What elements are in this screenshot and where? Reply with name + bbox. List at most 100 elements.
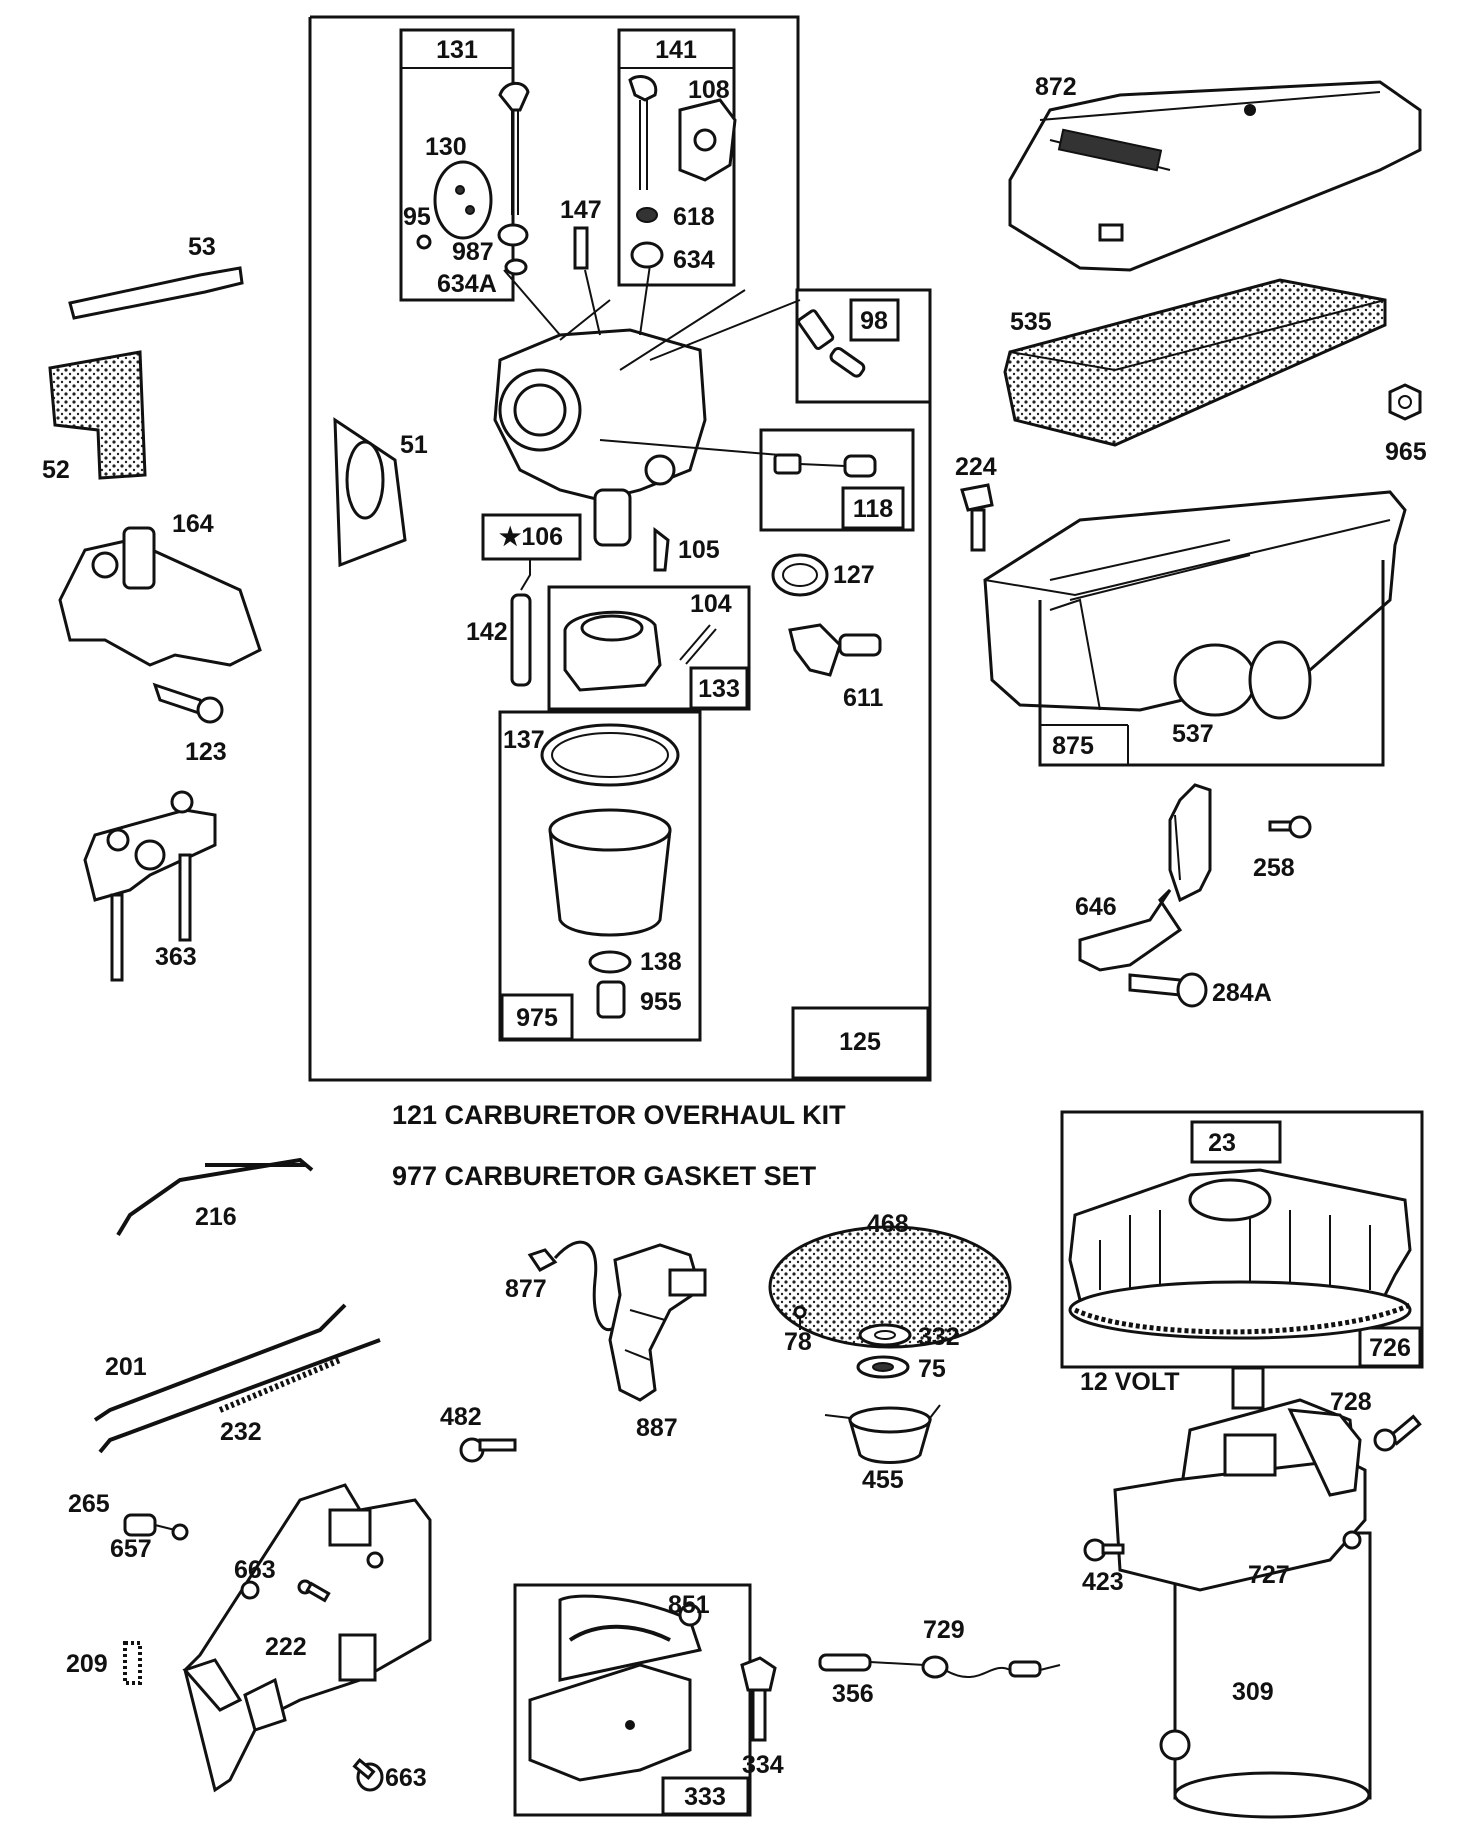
part-label-284A: 284A xyxy=(1212,979,1272,1007)
box-label-133: 133 xyxy=(698,675,740,703)
part-label-209: 209 xyxy=(66,1650,108,1678)
part-label-123: 123 xyxy=(185,738,227,766)
caption-carburetor-gasket-set: 977 CARBURETOR GASKET SET xyxy=(392,1161,817,1191)
part-label-634A: 634A xyxy=(437,270,497,298)
part-label-663a: 663 xyxy=(234,1556,276,1584)
part-334-bolt: 334 xyxy=(740,1656,784,1779)
part-label-423: 423 xyxy=(1082,1568,1124,1596)
part-975-bowl: 137 138 955 xyxy=(503,723,682,1019)
part-332-washer: 332 xyxy=(858,1323,960,1351)
part-label-634: 634 xyxy=(673,246,715,274)
caption-carburetor-overhaul-kit: 121 CARBURETOR OVERHAUL KIT xyxy=(392,1100,846,1130)
part-label-142: 142 xyxy=(466,618,508,646)
part-537-base xyxy=(983,490,1407,720)
part-118-screw xyxy=(773,453,877,478)
part-78-screw: 78 xyxy=(784,1305,812,1356)
part-group-131: 130 95 987 634A xyxy=(403,81,530,298)
part-455-cup: 455 xyxy=(824,1404,941,1494)
part-label-851: 851 xyxy=(668,1591,710,1619)
part-222-control-bracket: 222 xyxy=(182,1483,432,1793)
part-label-51: 51 xyxy=(400,431,428,459)
box-875: 875 537 xyxy=(1038,560,1385,767)
part-53-shaft: 53 xyxy=(68,233,244,320)
part-label-482: 482 xyxy=(440,1403,482,1431)
part-label-147: 147 xyxy=(560,196,602,224)
label-12-volt: 12 VOLT xyxy=(1080,1368,1180,1396)
part-group-141: 108 618 634 xyxy=(628,75,737,274)
part-label-52: 52 xyxy=(42,456,70,484)
box-label-333: 333 xyxy=(684,1783,726,1811)
part-105: 105 xyxy=(653,526,720,572)
carburetor-kit-frame: 131 141 98 118 ★106 133 975 125 xyxy=(308,15,932,1082)
part-label-363: 363 xyxy=(155,943,197,971)
part-258-screw: 258 xyxy=(1253,815,1312,882)
part-232-spring-rod: 232 xyxy=(98,1338,381,1454)
part-label-216: 216 xyxy=(195,1203,237,1231)
part-label-258: 258 xyxy=(1253,854,1295,882)
part-label-137: 137 xyxy=(503,726,545,754)
part-52-gasket: 52 xyxy=(42,350,147,484)
part-363-bracket: 363 xyxy=(83,790,217,982)
part-216-link: 216 xyxy=(116,1157,314,1237)
part-646-bracket: 646 xyxy=(1075,783,1212,972)
part-224-screw: 224 xyxy=(955,453,997,552)
part-label-75: 75 xyxy=(918,1355,946,1383)
part-611: 611 xyxy=(788,623,883,712)
part-label-232: 232 xyxy=(220,1418,262,1446)
part-label-138: 138 xyxy=(640,948,682,976)
part-label-53: 53 xyxy=(188,233,216,261)
part-label-332: 332 xyxy=(918,1323,960,1351)
part-label-657: 657 xyxy=(110,1535,152,1563)
box-label-23: 23 xyxy=(1208,1129,1236,1157)
part-663-screw-a: 663 xyxy=(234,1556,331,1603)
part-label-535: 535 xyxy=(1010,308,1052,336)
part-label-78: 78 xyxy=(784,1328,812,1356)
part-142-tube: 142 xyxy=(466,593,532,687)
part-123-bolt: 123 xyxy=(152,682,227,766)
part-label-164: 164 xyxy=(172,510,214,538)
part-label-104: 104 xyxy=(690,590,732,618)
part-label-224: 224 xyxy=(955,453,997,481)
part-535-filter: 535 xyxy=(1003,278,1387,447)
part-209-spring: 209 xyxy=(66,1641,142,1685)
part-201-rod: 201 xyxy=(93,1303,347,1422)
part-label-201: 201 xyxy=(105,1353,147,1381)
part-label-663b: 663 xyxy=(385,1764,427,1792)
part-label-222: 222 xyxy=(265,1633,307,1661)
part-label-965: 965 xyxy=(1385,438,1427,466)
box-333-module: 333 851 xyxy=(513,1583,752,1817)
part-label-455: 455 xyxy=(862,1466,904,1494)
part-147: 147 xyxy=(560,196,602,270)
box-141 xyxy=(617,28,736,287)
part-164-manifold: 164 xyxy=(58,510,262,667)
part-label-468: 468 xyxy=(867,1210,909,1238)
carburetor-body xyxy=(493,264,801,591)
part-label-105: 105 xyxy=(678,536,720,564)
box-118 xyxy=(759,428,915,532)
part-label-108: 108 xyxy=(688,76,730,104)
part-label-727: 727 xyxy=(1248,1561,1290,1589)
box-23-flywheel: 23 726 xyxy=(1060,1110,1424,1369)
part-label-334: 334 xyxy=(742,1751,784,1779)
box-106 xyxy=(481,513,582,561)
part-965-nut: 965 xyxy=(1385,383,1427,466)
part-877-wire: 877 xyxy=(505,1240,622,1332)
part-468-screen: 468 xyxy=(768,1210,1012,1349)
part-label-872: 872 xyxy=(1035,73,1077,101)
part-label-95: 95 xyxy=(403,203,431,231)
box-98 xyxy=(795,288,932,404)
box-133 xyxy=(547,585,751,711)
part-label-955: 955 xyxy=(640,988,682,1016)
part-663-screw-b: 663 xyxy=(352,1758,427,1792)
part-265-657: 265 657 xyxy=(68,1490,189,1563)
part-label-728: 728 xyxy=(1330,1388,1372,1416)
part-127-ring: 127 xyxy=(771,553,875,597)
part-label-729: 729 xyxy=(923,1616,965,1644)
part-51-gasket: 51 xyxy=(333,417,428,568)
part-729-356-wire: 729 356 xyxy=(818,1616,1061,1708)
box-label-118: 118 xyxy=(853,495,893,523)
box-label-125: 125 xyxy=(839,1028,881,1056)
part-label-877: 877 xyxy=(505,1275,547,1303)
part-482-bolt: 482 xyxy=(440,1403,517,1463)
